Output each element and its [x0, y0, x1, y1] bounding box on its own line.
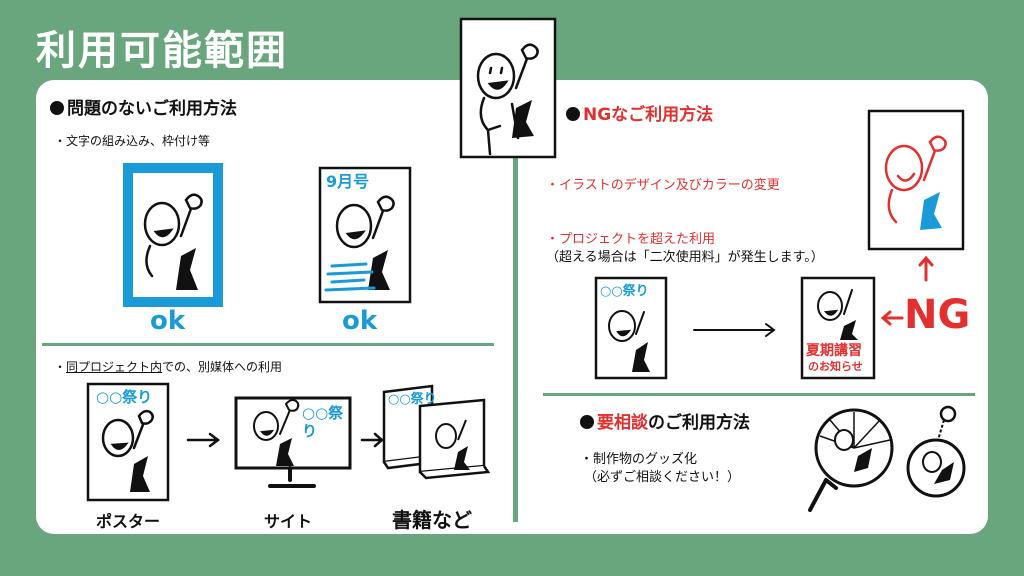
bullet-dot-icon — [580, 415, 594, 429]
festival-poster — [594, 276, 668, 380]
book-text: ○○祭り — [388, 392, 437, 407]
bullet-text-media: ・同プロジェクト内での、別媒体への利用 — [54, 360, 283, 374]
arrow-icon — [186, 432, 221, 448]
media-label-books: 書籍など — [392, 508, 472, 532]
consult-heading-emphasis: 要相談 — [597, 413, 648, 433]
media-label-poster: ポスター — [96, 512, 161, 531]
ng-bullet-design: ・イラストのデザイン及びカラーの変更 — [546, 178, 780, 193]
bullet-rest: での、別媒体への利用 — [162, 360, 283, 374]
consult-note: （必ずご相談ください！） — [584, 470, 741, 485]
poster-illustration — [86, 382, 170, 502]
right-divider — [543, 393, 975, 396]
arrow-icon — [693, 323, 776, 337]
media-label-site: サイト — [264, 512, 313, 531]
character-illustration-top — [459, 17, 557, 159]
left-arrow-icon — [880, 310, 904, 326]
ng-usage-heading-text: NGなご利用方法 — [583, 105, 714, 125]
site-text: ○○祭り — [302, 404, 344, 440]
text-added-illustration — [318, 166, 412, 304]
monitor-illustration — [234, 396, 352, 488]
framed-illustration-blue — [123, 163, 223, 307]
issue-label: 9月号 — [326, 172, 370, 191]
ng-label: NG — [904, 292, 971, 338]
ng-usage-heading: NGなご利用方法 — [566, 100, 713, 125]
bullet-text-frame: ・文字の組み込み、枠付け等 — [54, 134, 211, 148]
left-divider — [42, 343, 494, 346]
fan-illustration — [808, 408, 894, 512]
ok-label-2: ok — [342, 306, 378, 336]
consult-bullet: ・制作物のグッズ化 — [580, 452, 698, 467]
ok-usage-heading: 問題のないご利用方法 — [50, 94, 237, 119]
seminar-poster — [800, 276, 876, 380]
seminar-text: 夏期講習 — [806, 343, 862, 359]
recolored-illustration — [867, 109, 965, 251]
arrow-icon — [360, 432, 384, 448]
page-title: 利用可能範囲 — [36, 28, 288, 74]
ng-bullet-project: ・プロジェクトを超えた利用 — [546, 232, 716, 247]
poster-text: ○○祭り — [96, 388, 153, 406]
bullet-dot-icon — [50, 101, 64, 115]
ok-label-1: ok — [150, 306, 186, 336]
books-illustration — [382, 384, 491, 480]
consult-heading-rest: のご利用方法 — [648, 413, 750, 433]
notice-text: のお知らせ — [808, 360, 863, 373]
ng-note: （超える場合は「二次使用料」が発生します。） — [546, 250, 824, 265]
bullet-underlined: 同プロジェクト内 — [66, 360, 163, 374]
bullet-dot-icon — [566, 107, 580, 121]
up-arrow-icon — [918, 255, 934, 282]
vertical-divider — [513, 92, 518, 522]
festival-text: ○○祭り — [600, 284, 649, 299]
ok-usage-heading-text: 問題のないご利用方法 — [67, 99, 237, 119]
keychain-illustration — [906, 405, 966, 498]
consult-heading: 要相談のご利用方法 — [580, 408, 750, 433]
